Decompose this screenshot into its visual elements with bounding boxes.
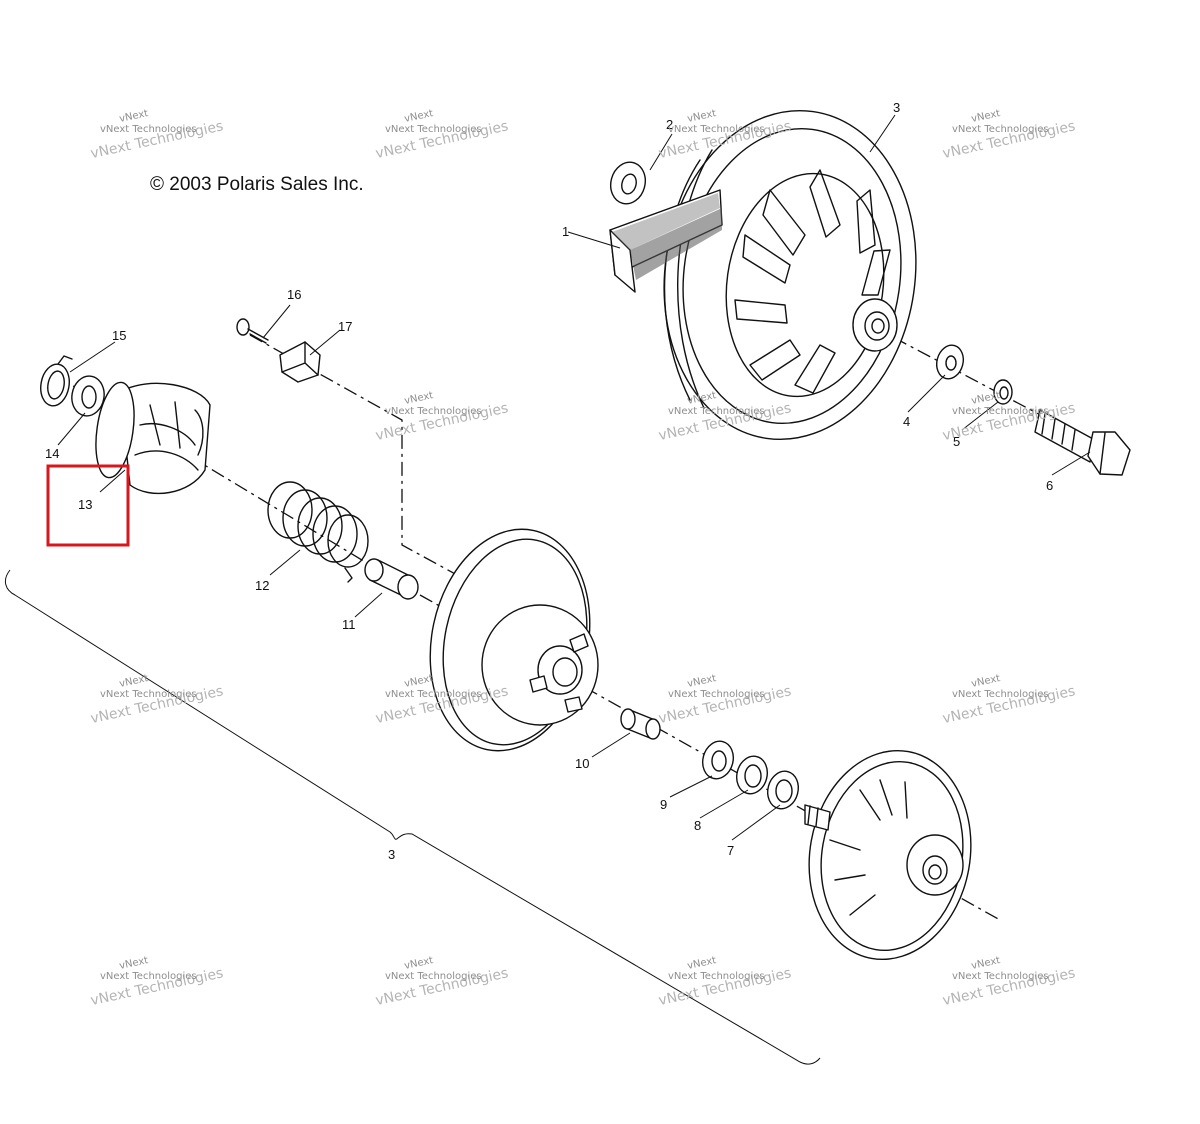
watermark-vnext: vNext xyxy=(970,673,1001,690)
callout-15: 15 xyxy=(112,328,126,343)
lock-washer-part-5 xyxy=(993,379,1013,405)
cam-cover-part-13 xyxy=(95,381,211,495)
bushing-part-10 xyxy=(620,708,661,740)
washer-part-7 xyxy=(766,770,800,810)
watermark-vnext: vNext xyxy=(970,390,1001,407)
callout-11: 11 xyxy=(342,617,356,632)
watermark-company: vNext Technologies xyxy=(668,124,765,135)
watermark-vnext: vNext xyxy=(118,673,149,690)
callout-13: 13 xyxy=(78,497,92,512)
watermark-company: vNext Technologies xyxy=(952,406,1049,417)
watermark-vnext: vNext xyxy=(403,108,434,125)
watermark-company: vNext Technologies xyxy=(385,124,482,135)
highlight-box xyxy=(46,464,130,547)
callout-4: 4 xyxy=(903,414,910,429)
watermark-company: vNext Technologies xyxy=(668,689,765,700)
drive-belt xyxy=(609,189,723,293)
watermark-company: vNext Technologies xyxy=(952,689,1049,700)
watermark-company: vNext Technologies xyxy=(100,689,197,700)
watermark-vnext: vNext xyxy=(403,673,434,690)
watermark-company: vNext Technologies xyxy=(668,971,765,982)
driven-sheave xyxy=(429,528,599,752)
callout-2: 2 xyxy=(666,117,673,132)
watermark-vnext: vNext xyxy=(403,390,434,407)
watermark-company: vNext Technologies xyxy=(668,406,765,417)
callout-9: 9 xyxy=(660,797,667,812)
watermark-company: vNext Technologies xyxy=(100,971,197,982)
watermark-vnext: vNext xyxy=(970,955,1001,972)
watermark-vnext: vNext xyxy=(686,955,717,972)
screw-part-16 xyxy=(236,318,269,344)
bushing-part-11 xyxy=(364,558,419,600)
watermark-company: vNext Technologies xyxy=(385,971,482,982)
roller-button-part-17 xyxy=(279,341,321,383)
copyright-text: © 2003 Polaris Sales Inc. xyxy=(150,174,364,195)
washer-part-2 xyxy=(610,161,646,205)
callout-12: 12 xyxy=(255,578,269,593)
drive-clutch-sheave xyxy=(663,109,917,441)
watermark-vnext: vNext xyxy=(686,108,717,125)
watermark-company: vNext Technologies xyxy=(952,124,1049,135)
watermark-vnext: vNext xyxy=(118,108,149,125)
washer-part-9 xyxy=(701,740,735,780)
watermark-vnext: vNext xyxy=(686,673,717,690)
callout-3-bracket: 3 xyxy=(388,847,395,862)
leader-lines xyxy=(57,114,1091,841)
assembly-bracket xyxy=(4,569,821,1065)
bolt-part-6 xyxy=(1034,409,1131,476)
callout-labels: 2 3 1 4 5 6 7 8 9 10 11 12 13 14 15 16 1… xyxy=(45,100,1053,862)
moveable-sheave xyxy=(804,749,972,961)
washer-part-14 xyxy=(71,375,105,417)
callout-8: 8 xyxy=(694,818,701,833)
callout-7: 7 xyxy=(727,843,734,858)
callout-16: 16 xyxy=(287,287,301,302)
callout-17: 17 xyxy=(338,319,352,334)
watermark-company: vNext Technologies xyxy=(385,406,482,417)
watermark-vnext: vNext xyxy=(118,955,149,972)
callout-1: 1 xyxy=(562,224,569,239)
watermark-vnext: vNext xyxy=(403,955,434,972)
spring-part-12 xyxy=(267,481,369,583)
callout-3-top: 3 xyxy=(893,100,900,115)
watermark-vnext: vNext xyxy=(970,108,1001,125)
washer-part-8 xyxy=(735,755,769,795)
watermark-company: vNext Technologies xyxy=(952,971,1049,982)
callout-6: 6 xyxy=(1046,478,1053,493)
watermark-company: vNext Technologies xyxy=(385,689,482,700)
snap-ring-part-15 xyxy=(40,355,73,407)
washer-part-4 xyxy=(935,344,965,380)
callout-5: 5 xyxy=(953,434,960,449)
watermark-company: vNext Technologies xyxy=(100,124,197,135)
callout-14: 14 xyxy=(45,446,59,461)
callout-10: 10 xyxy=(575,756,589,771)
